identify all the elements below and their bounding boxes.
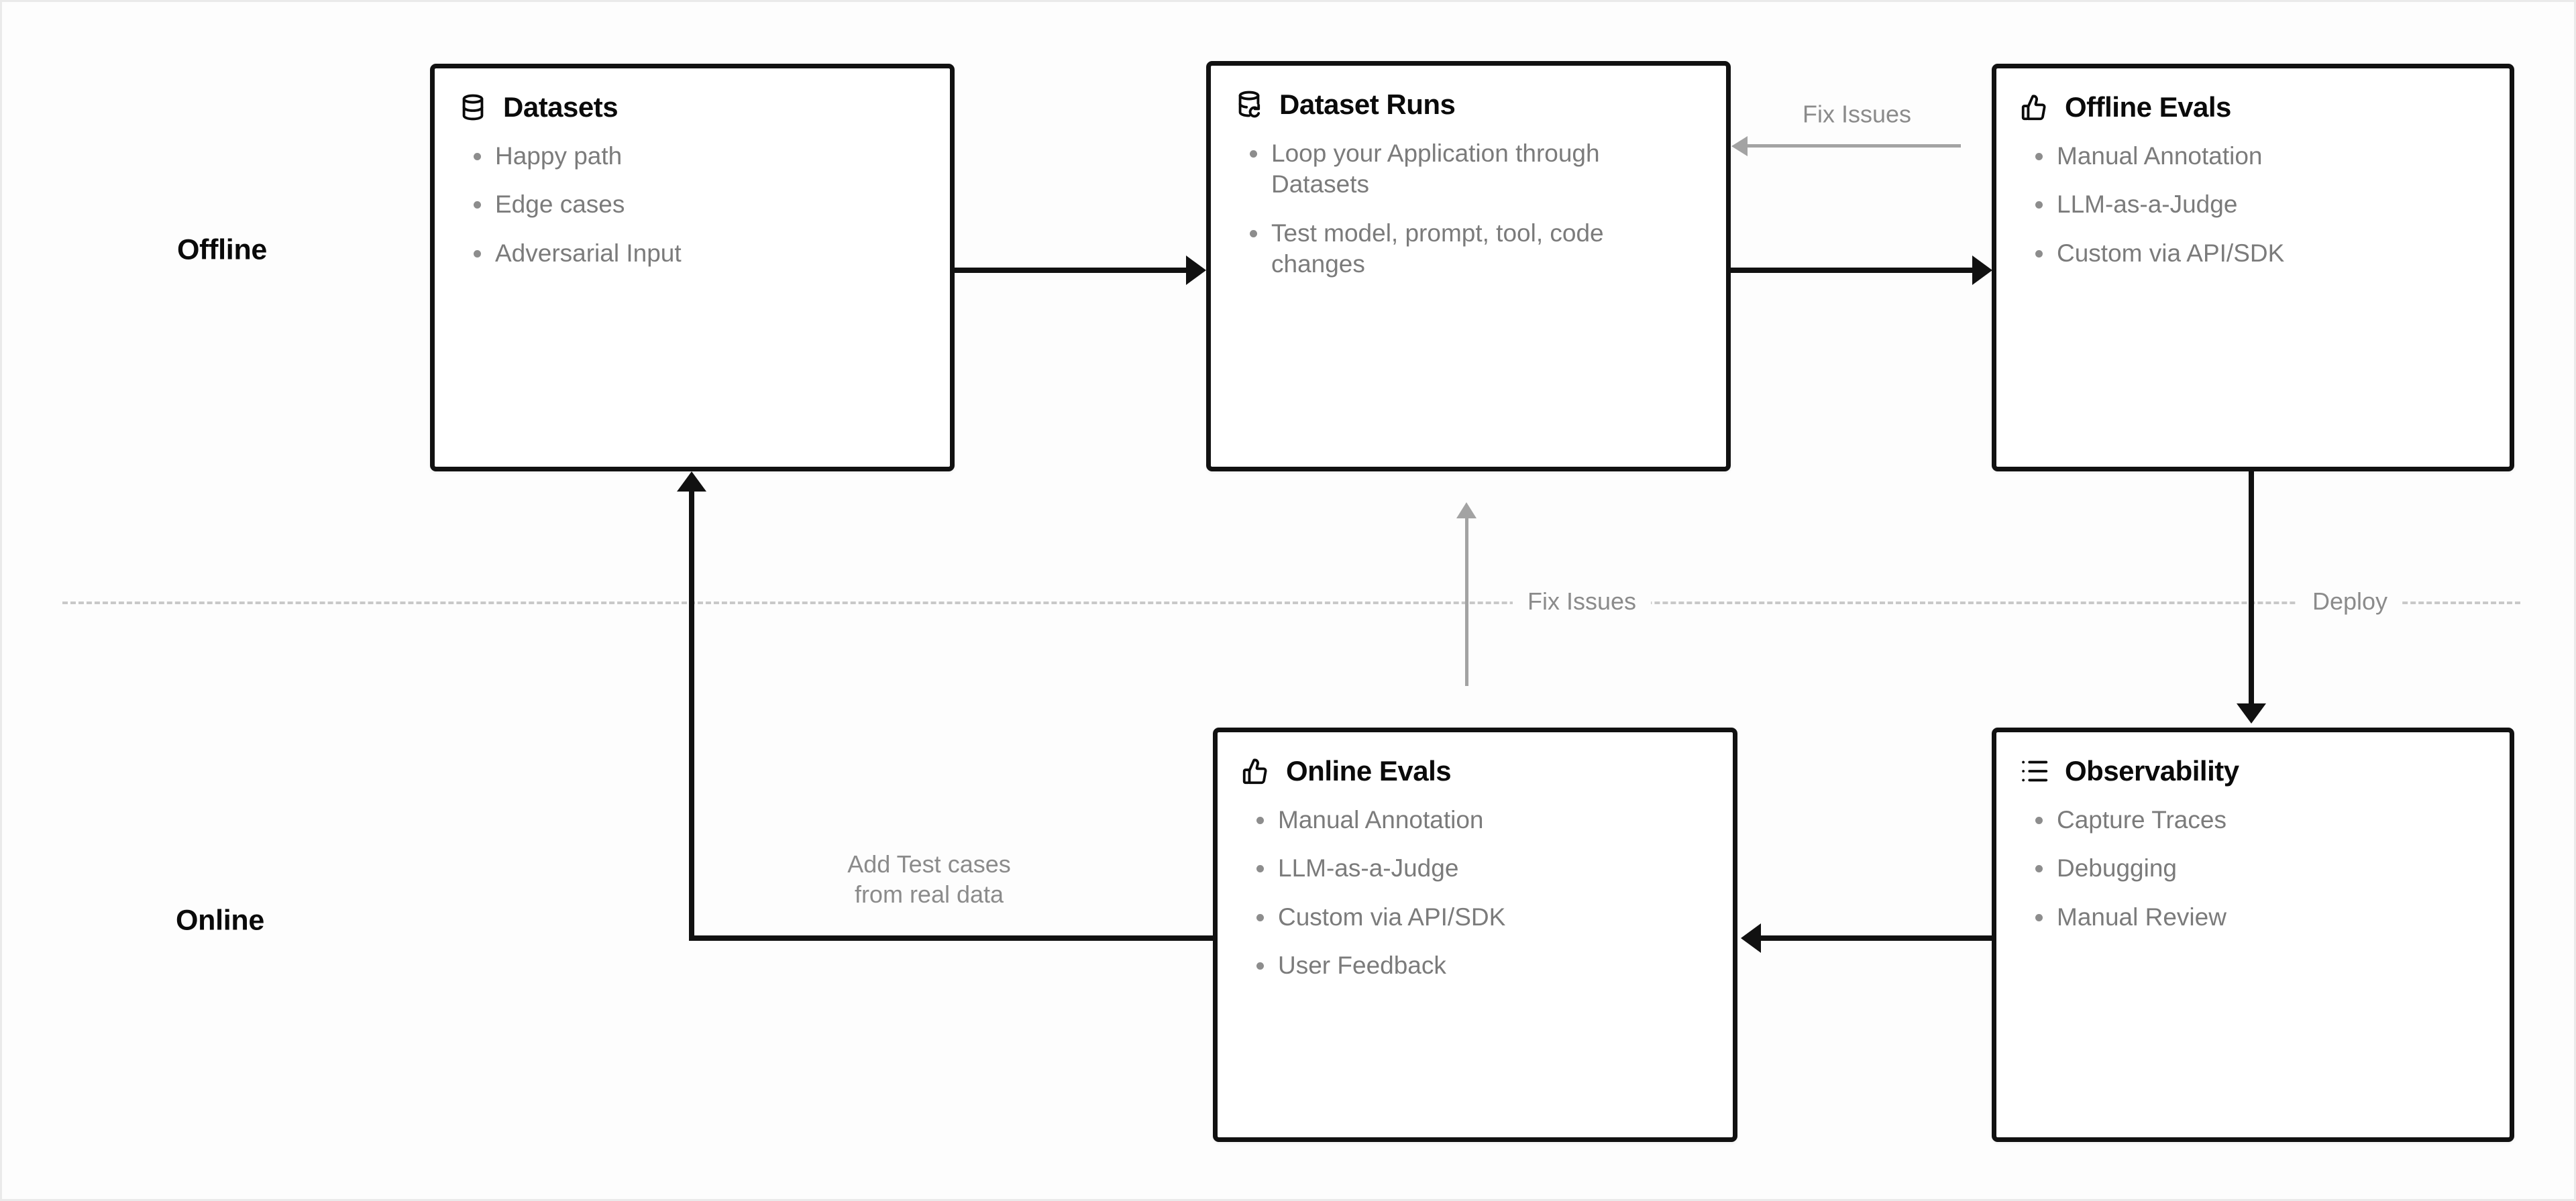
arrowhead-dataset-runs-to-offline-evals — [1972, 255, 1992, 285]
node-dataset-runs-list: Loop your Application through Datasets T… — [1211, 138, 1726, 280]
edge-label-fix-issues-top: Fix Issues — [1802, 100, 1912, 128]
node-online-evals-title: Online Evals — [1286, 755, 1452, 787]
edge-label-add-test-cases: Add Test cases from real data — [847, 850, 1011, 908]
arrowhead-fix-issues-vertical — [1456, 502, 1477, 518]
edge-fix-issues-vertical — [1465, 517, 1468, 686]
node-offline-evals-title: Offline Evals — [2065, 91, 2231, 123]
arrowhead-fix-issues-top — [1731, 136, 1748, 156]
lane-label-offline: Offline — [176, 233, 268, 266]
node-online-evals-header: Online Evals — [1218, 732, 1733, 787]
node-datasets-header: Datasets — [435, 68, 950, 123]
node-observability[interactable]: Observability Capture Traces Debugging M… — [1992, 728, 2514, 1142]
edge-fix-issues-top — [1746, 144, 1961, 148]
arrowhead-online-evals-to-datasets — [677, 471, 706, 492]
node-observability-header: Observability — [1996, 732, 2510, 787]
edge-offline-evals-to-observability — [2249, 471, 2254, 706]
arrowhead-observability-to-online-evals — [1741, 923, 1761, 953]
list-item: Manual Annotation — [1255, 805, 1713, 836]
node-dataset-runs[interactable]: Dataset Runs Loop your Application throu… — [1206, 61, 1731, 471]
node-offline-evals-header: Offline Evals — [1996, 68, 2510, 123]
list-item: LLM-as-a-Judge — [1255, 853, 1713, 884]
edge-online-evals-to-datasets-horizontal — [689, 935, 1215, 941]
node-datasets-list: Happy path Edge cases Adversarial Input — [435, 141, 950, 269]
node-observability-list: Capture Traces Debugging Manual Review — [1996, 805, 2510, 933]
database-icon — [458, 92, 488, 123]
list-item: Happy path — [472, 141, 930, 172]
list-item: Loop your Application through Datasets — [1248, 138, 1667, 201]
list-item: Test model, prompt, tool, code changes — [1248, 218, 1667, 280]
lane-label-online: Online — [176, 904, 264, 937]
list-item: Manual Review — [2034, 902, 2489, 933]
list-item: User Feedback — [1255, 950, 1713, 981]
node-dataset-runs-header: Dataset Runs — [1211, 66, 1726, 121]
node-offline-evals[interactable]: Offline Evals Manual Annotation LLM-as-a… — [1992, 64, 2514, 471]
list-item: Custom via API/SDK — [1255, 902, 1713, 933]
list-item: Custom via API/SDK — [2034, 238, 2489, 269]
edge-dataset-runs-to-offline-evals — [1731, 268, 1976, 273]
node-online-evals[interactable]: Online Evals Manual Annotation LLM-as-a-… — [1213, 728, 1737, 1142]
offline-online-divider — [62, 602, 2520, 604]
list-item: Capture Traces — [2034, 805, 2489, 836]
node-datasets[interactable]: Datasets Happy path Edge cases Adversari… — [430, 64, 955, 471]
node-offline-evals-list: Manual Annotation LLM-as-a-Judge Custom … — [1996, 141, 2510, 269]
edge-online-evals-to-datasets-vertical — [689, 489, 694, 938]
list-tree-icon — [2019, 756, 2050, 787]
divider-label-deploy: Deploy — [2297, 587, 2403, 616]
list-item: Debugging — [2034, 853, 2489, 884]
list-item: LLM-as-a-Judge — [2034, 189, 2489, 220]
node-observability-title: Observability — [2065, 755, 2239, 787]
database-refresh-icon — [1234, 89, 1265, 120]
edge-datasets-to-dataset-runs — [953, 268, 1189, 273]
list-item: Manual Annotation — [2034, 141, 2489, 172]
node-online-evals-list: Manual Annotation LLM-as-a-Judge Custom … — [1218, 805, 1733, 981]
divider-label-fix-issues: Fix Issues — [1512, 587, 1652, 616]
node-datasets-title: Datasets — [503, 91, 619, 123]
edge-observability-to-online-evals — [1760, 935, 1993, 941]
list-item: Adversarial Input — [472, 238, 930, 269]
arrowhead-datasets-to-dataset-runs — [1186, 255, 1206, 285]
thumbs-up-icon — [1240, 756, 1271, 787]
node-dataset-runs-title: Dataset Runs — [1279, 89, 1456, 120]
arrowhead-offline-evals-to-observability — [2237, 703, 2266, 724]
thumbs-up-icon — [2019, 92, 2050, 123]
list-item: Edge cases — [472, 189, 930, 220]
